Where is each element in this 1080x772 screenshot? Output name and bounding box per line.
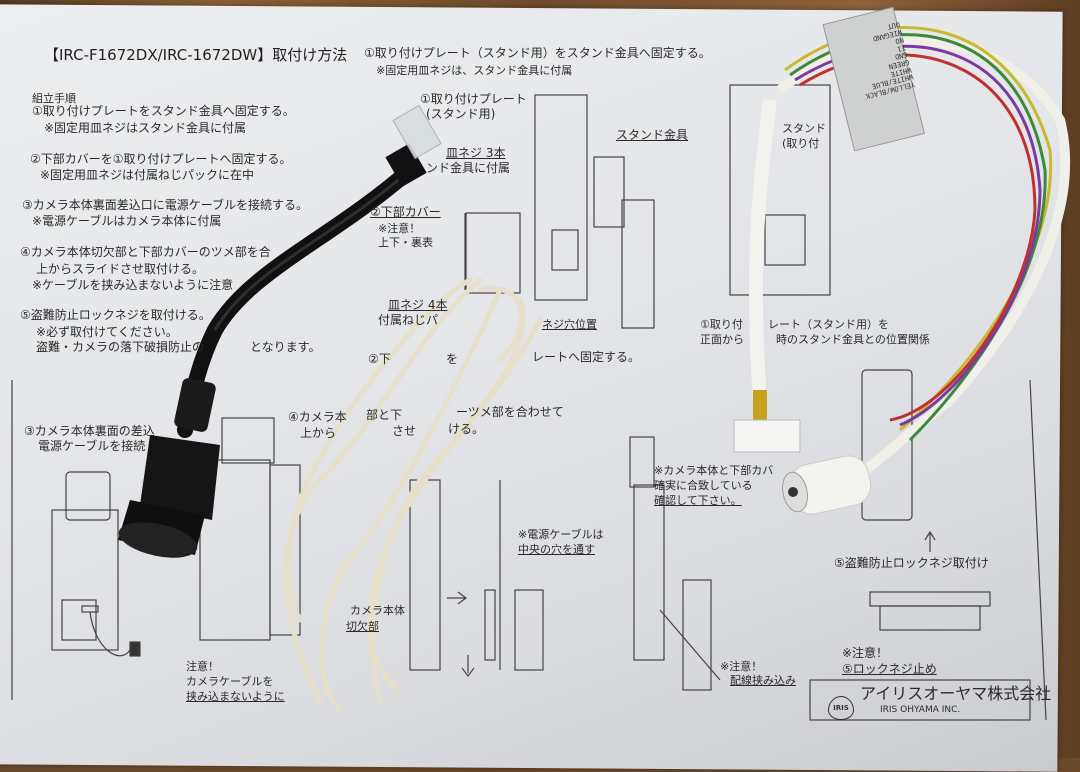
stand-label: スタンド金具 [616,128,689,142]
step-text: ②下部カバーを①取り付けプレートへ固定する。 [30,152,292,166]
step-text: ④カメラ本体切欠部と下部カバーのツメ部を合 [20,245,271,259]
step2-text: ②下 [368,352,391,366]
iris-logo: IRIS [828,696,854,720]
company-name-jp: アイリスオーヤマ株式会社 [860,684,1052,703]
step-note: ※電源ケーブルはカメラ本体に付属 [32,214,222,228]
screw4-note: 付属ねじパ [378,313,439,327]
step2-text: を [446,352,459,366]
plate-label: (スタンド用) [426,107,496,121]
rj45-connector [385,104,442,187]
plate-label: ①取り付けプレート [420,92,527,106]
steps-header: 組立手順 [32,92,76,105]
step-note: ※固定用皿ネジはスタンド金具に付属 [44,121,247,135]
step-text: ⑤盗難防止ロックネジを取付ける。 [20,308,211,322]
stand-side-label: スタンド [782,122,826,135]
fig1-heading: ①取り付けプレート（スタンド用）をスタンド金具へ固定する。 [364,46,711,60]
caution-text: カメラケーブルを [186,675,274,688]
step-text: 上からスライドさせ取付ける。 [36,262,205,276]
camera-right-drawing [861,369,991,631]
notch-label: カメラ本体 [350,604,405,617]
hole-label: ネジ穴位置 [542,318,597,331]
fig4-text: ④カメラ本 [288,410,347,424]
notch-label: 切欠部 [346,620,379,633]
lock-label: ⑤盗難防止ロックネジ取付け [834,556,989,570]
black-cable [118,162,418,558]
company-name-en: IRIS OHYAMA INC. [880,705,961,715]
relation-text: 正面から [700,333,744,346]
fig3-text: 電源ケーブルを接続 [38,439,146,453]
step-note: ※固定用皿ネジは付属ねじパックに在中 [40,168,255,182]
wiring-note: 配線挟み込み [730,674,796,687]
lock-note: ※注意！ [842,646,889,660]
fig4-text: 部と下 [366,408,403,422]
caution-text: 挟み込まないように [186,690,285,703]
screw3-note: ンド金具に付属 [426,161,511,175]
sheet-borders [11,379,1047,721]
screw3-label: 皿ネジ 3本 [446,146,506,160]
fig4-text: ける。 [448,422,485,436]
cover-note: ※注意！ [378,222,421,235]
relation-text: ①取り付 [700,318,743,331]
mounting-plate-drawing [464,94,655,329]
fig1-note: ※固定用皿ネジは、スタンド金具に付属 [376,64,573,77]
relation-text: レート（スタンド用）を [768,318,889,331]
step-note: ※必ず取付けてください。 [36,325,178,339]
cover-label: ②下部カバー [370,205,441,219]
fig3-text: ③カメラ本体裏面の差込 [24,424,155,438]
white-wire-harness [733,26,1071,515]
power-note: ※電源ケーブルは [518,528,604,541]
fig4-text: ーツメ部を合わせて [456,405,564,419]
match-note: 確認して下さい。 [654,494,742,507]
fig4-text: させ [392,424,417,438]
step-note: 盗難・カメラの落下破損防止の [36,340,205,354]
relation-text: 時のスタンド金具との位置関係 [776,333,930,346]
step2-text: レートへ固定する。 [532,350,641,364]
step-text: ①取り付けプレートをスタンド金具へ固定する。 [32,104,295,118]
step-text: ③カメラ本体裏面差込口に電源ケーブルを接続する。 [22,198,309,212]
wire-tag [822,6,926,152]
cover-note: 上下・裏表 [378,236,433,249]
caution-text: 注意！ [186,660,219,673]
lock-note: ⑤ロックネジ止め [842,662,937,676]
cotton-string [283,277,543,713]
sheet-title: 【IRC-F1672DX/IRC-1672DW】取付け方法 [44,46,348,64]
match-note: ※カメラ本体と下部カバ [654,464,774,477]
power-note: 中央の穴を通す [518,543,595,556]
match-note: 確実に合致している [654,479,753,492]
screw4-label: 皿ネジ 4本 [388,298,448,312]
step-note: となります。 [250,340,321,354]
step-note: ※ケーブルを挟み込まないように注意 [32,278,234,292]
wiring-note: ※注意！ [720,660,763,673]
fig4-text: 上から [300,426,337,440]
side-section-drawing [447,436,721,691]
stand-side-label: (取り付 [782,137,820,150]
camera-back-drawing [51,471,141,657]
